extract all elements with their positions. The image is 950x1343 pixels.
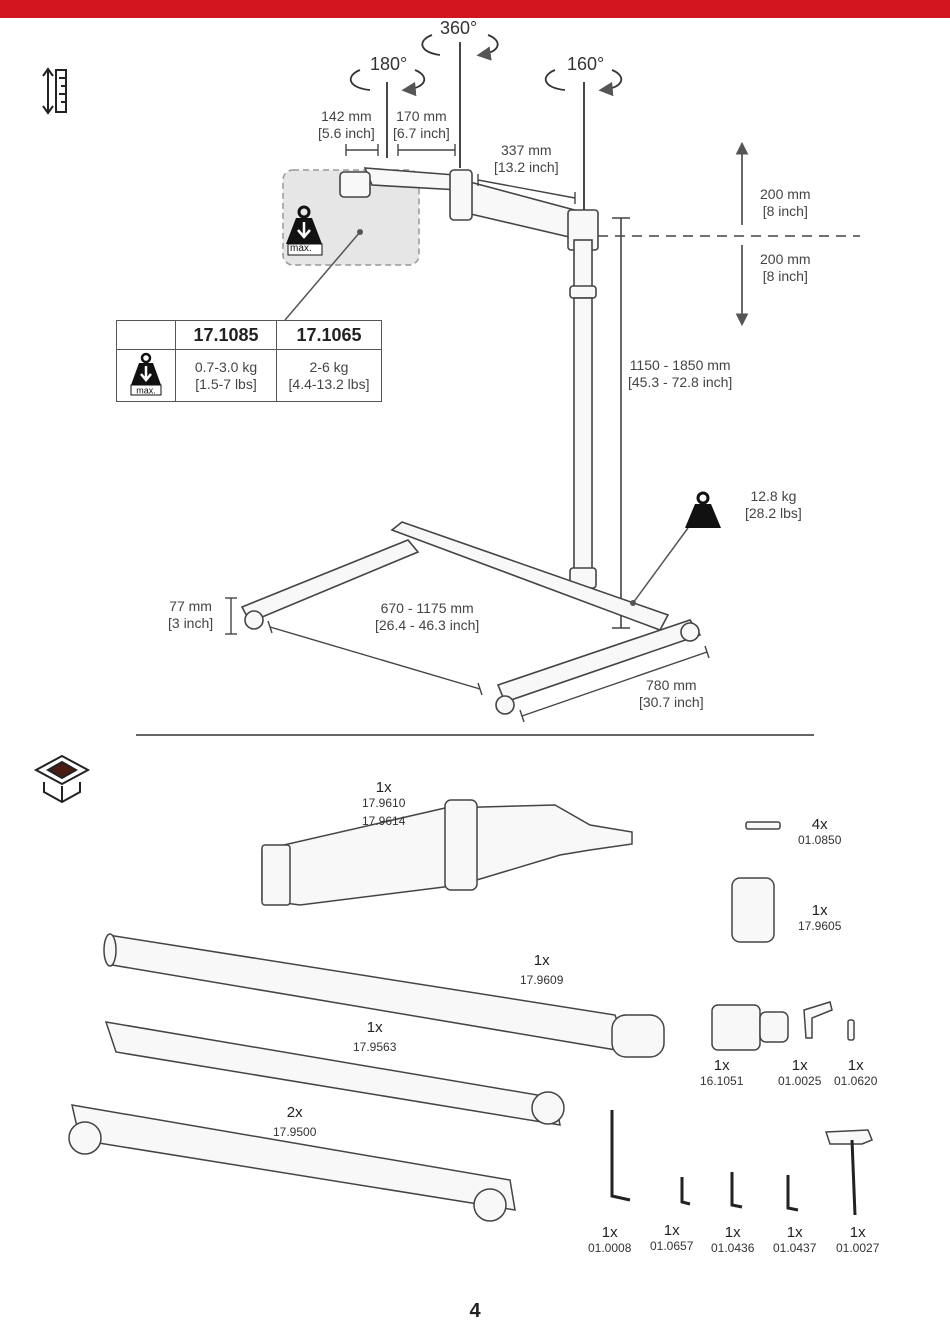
brand-top-bar [0, 0, 950, 18]
dimension-77: 77 mm[3 inch] [168, 598, 214, 631]
table-header-model-1: 17.1085 [175, 320, 277, 350]
table-header-model-2: 17.1065 [276, 320, 382, 350]
dimension-200-down: 200 mm[8 inch] [760, 251, 811, 284]
hex-key-2 [680, 1177, 691, 1206]
max-load-table: 17.1085 17.1065 max. 0.7-3.0 kg[1.5-7 lb… [116, 320, 382, 402]
box-contents-icon [33, 754, 91, 804]
max-weight-icon: max. [130, 352, 162, 395]
base-weight-label: 12.8 kg[28.2 lbs] [745, 488, 802, 521]
sleeve-part [731, 877, 775, 943]
hex-key-4 [786, 1175, 799, 1212]
dimension-170: 170 mm[6.7 inch] [393, 108, 450, 141]
rotation-180-label: 180° [370, 54, 408, 74]
dimensions-icon [42, 67, 67, 115]
table-corner [116, 320, 176, 350]
rotation-360-label: 360° [440, 18, 478, 38]
bolt-part [745, 821, 781, 830]
dimension-width: 670 - 1175 mm[26.4 - 46.3 inch] [375, 600, 480, 633]
rotation-160-label: 160° [567, 54, 605, 74]
table-cell-model-1: 0.7-3.0 kg[1.5-7 lbs] [175, 349, 277, 402]
rotation-160-icon [544, 69, 623, 90]
max-weight-icon [286, 205, 323, 256]
hex-key-1 [610, 1110, 631, 1202]
max-label: max. [290, 243, 312, 254]
t-key-part [824, 1129, 873, 1145]
dimension-200-up: 200 mm[8 inch] [760, 186, 811, 219]
dimension-142: 142 mm[5.6 inch] [318, 108, 375, 141]
base-weight-icon [685, 491, 721, 528]
screw-part [847, 1019, 855, 1041]
rotation-360-icon [421, 34, 499, 55]
table-cell-model-2: 2-6 kg[4.4-13.2 lbs] [276, 349, 382, 402]
clamp-part [711, 1004, 761, 1051]
max-label: max. [136, 385, 156, 395]
table-weight-icon-cell: max. [116, 349, 176, 402]
crossbar-part [104, 1021, 561, 1126]
hex-key-3 [730, 1172, 743, 1209]
lever-part [803, 1001, 833, 1039]
dimension-337: 337 mm[13.2 inch] [494, 142, 559, 175]
page-number: 4 [469, 1300, 481, 1322]
rotation-180-icon [349, 69, 426, 90]
dimension-height: 1150 - 1850 mm[45.3 - 72.8 inch] [628, 357, 733, 390]
dimension-780: 780 mm[30.7 inch] [639, 677, 704, 710]
